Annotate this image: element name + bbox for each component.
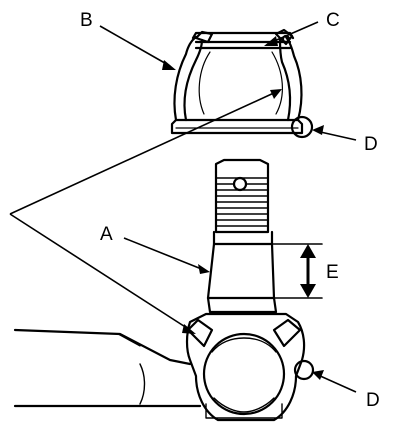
label-d-top: D xyxy=(364,134,378,155)
label-c: C xyxy=(326,10,340,31)
arrowhead-d-top xyxy=(312,125,324,135)
arrowhead-e-down xyxy=(300,284,316,298)
d-callout-circle-bottom xyxy=(293,359,315,381)
leader-a xyxy=(123,237,205,271)
arrowhead-boot-top xyxy=(270,89,282,99)
dimension-e xyxy=(271,243,323,299)
leader-d-top xyxy=(315,130,357,141)
arrowhead-a xyxy=(198,264,210,274)
leader-boot-top xyxy=(9,91,277,215)
arrowhead-boot-bottom xyxy=(182,324,196,334)
label-b: B xyxy=(80,10,93,31)
leader-boot-bottom xyxy=(9,213,191,331)
arrowhead-c xyxy=(264,36,278,46)
label-d-bottom: D xyxy=(366,390,380,411)
ball-joint xyxy=(13,158,306,422)
leader-lines xyxy=(9,21,357,393)
leader-b xyxy=(99,25,171,67)
label-e: E xyxy=(326,262,339,283)
label-a: A xyxy=(100,224,113,245)
dust-boot xyxy=(170,28,304,135)
arrowhead-b xyxy=(162,60,176,70)
arrowhead-e-up xyxy=(300,244,316,258)
leader-c xyxy=(271,21,319,43)
leader-d-bottom xyxy=(317,374,357,393)
d-callout-circle-top xyxy=(290,115,314,139)
arrowhead-d-bottom xyxy=(312,370,324,380)
